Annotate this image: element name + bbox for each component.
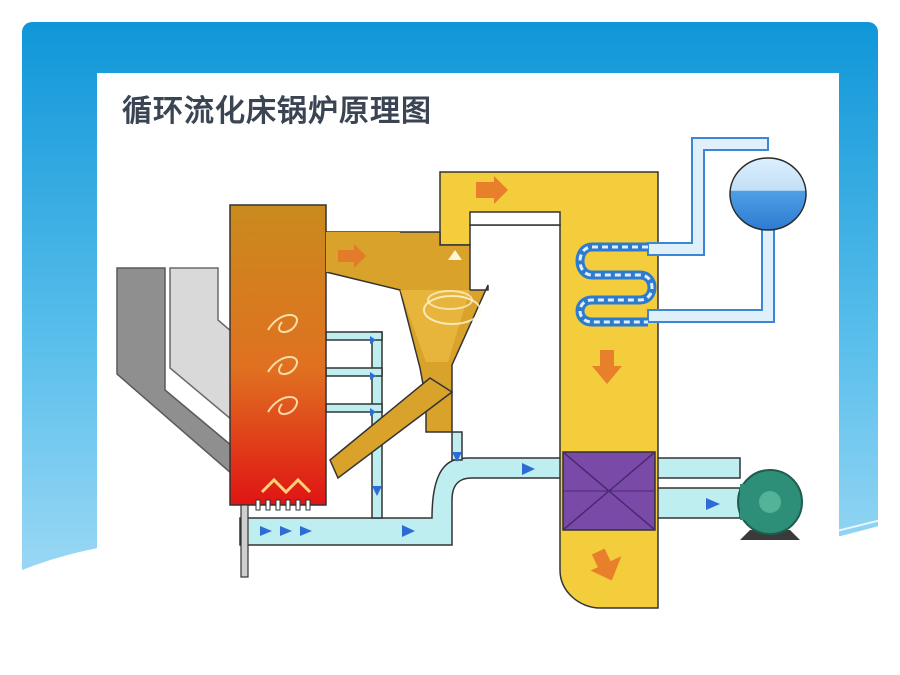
cyclone-separator — [325, 231, 489, 433]
flue-gas-arrows — [338, 176, 622, 581]
distributor-plate — [255, 499, 311, 511]
back-pass-convection — [439, 171, 659, 609]
air-flow-arrows — [260, 336, 720, 537]
primary-air-fan — [737, 469, 803, 540]
ash-drain-pipe — [240, 504, 249, 578]
air-preheater — [562, 451, 656, 531]
slide-title: 循环流化床锅炉原理图 — [122, 94, 432, 129]
steam-drum — [729, 157, 807, 231]
coal-hopper — [116, 267, 233, 476]
superheater-coil-flow — [578, 245, 654, 324]
loop-seal-return-leg — [329, 377, 454, 480]
primary-air-duct — [239, 457, 741, 546]
furnace — [229, 204, 400, 511]
water-steam-circuit — [647, 137, 807, 323]
